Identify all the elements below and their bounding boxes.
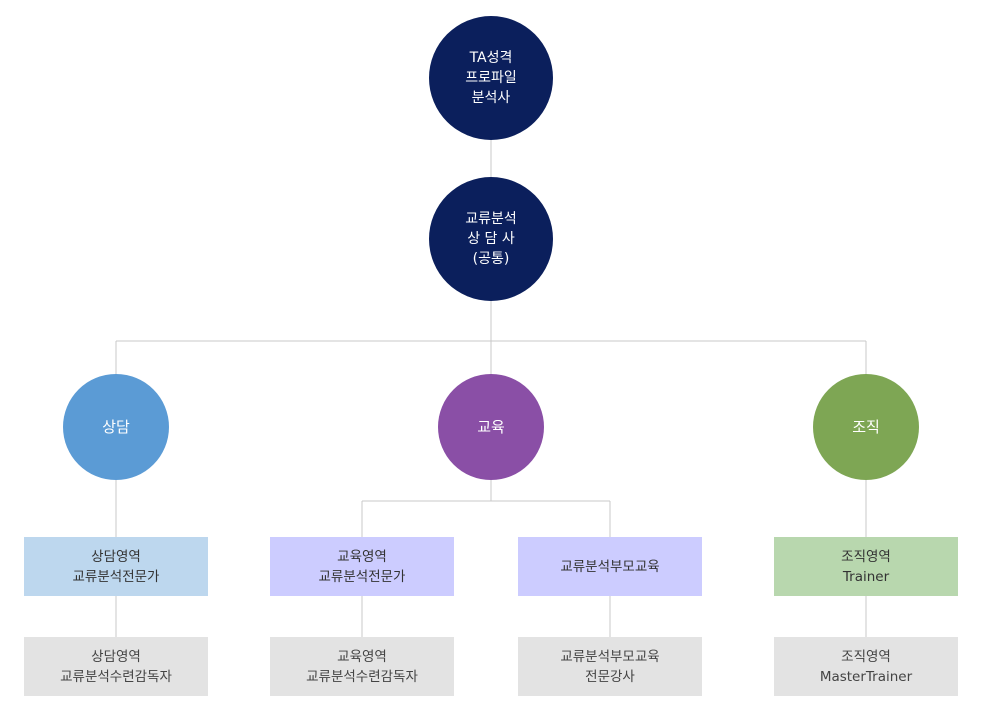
node-text: TA성격 (469, 50, 513, 66)
box-text: 교류분석전문가 (72, 568, 160, 585)
box-text: 교육영역 (337, 548, 387, 565)
organization-trainer-box: 조직영역 Trainer (774, 537, 958, 596)
organization-master-trainer-box: 조직영역 MasterTrainer (774, 637, 958, 696)
node-text: 분석사 (471, 90, 511, 106)
box-text: 교류분석수련감독자 (306, 668, 418, 685)
box-text: 교육영역 (337, 648, 387, 665)
box-text: 조직영역 (841, 548, 891, 565)
education-expert-box: 교육영역 교류분석전문가 (270, 537, 454, 596)
node-text: 프로파일 (465, 70, 517, 86)
box-text: 교류분석수련감독자 (60, 668, 172, 685)
node-label: 조직 (852, 418, 880, 436)
box-text: Trainer (842, 568, 890, 585)
box-text: 조직영역 (841, 648, 891, 665)
ta-profile-analyst-node: TA성격 프로파일 분석사 (429, 16, 553, 140)
common-counselor-node: 교류분석 상 담 사 (공통) (429, 177, 553, 301)
node-text: 교류분석 (465, 211, 517, 227)
box-text: 교류분석부모교육 (560, 648, 660, 665)
education-node: 교육 (438, 374, 544, 480)
organization-node: 조직 (813, 374, 919, 480)
box-text: 상담영역 (91, 648, 141, 665)
counseling-expert-box: 상담영역 교류분석전문가 (24, 537, 208, 596)
parent-education-box: 교류분석부모교육 (518, 537, 702, 596)
box-text: MasterTrainer (819, 668, 913, 685)
parent-education-instructor-box: 교류분석부모교육 전문강사 (518, 637, 702, 696)
box-text: 전문강사 (585, 668, 635, 685)
education-supervisor-box: 교육영역 교류분석수련감독자 (270, 637, 454, 696)
box-text: 상담영역 (91, 548, 141, 565)
node-text: (공통) (472, 251, 510, 267)
counseling-node: 상담 (63, 374, 169, 480)
counseling-supervisor-box: 상담영역 교류분석수련감독자 (24, 637, 208, 696)
box-text: 교류분석전문가 (318, 568, 406, 585)
node-text: 상 담 사 (467, 231, 515, 247)
node-label: 상담 (102, 418, 130, 436)
node-label: 교육 (477, 418, 505, 436)
box-text: 교류분석부모교육 (560, 558, 660, 575)
